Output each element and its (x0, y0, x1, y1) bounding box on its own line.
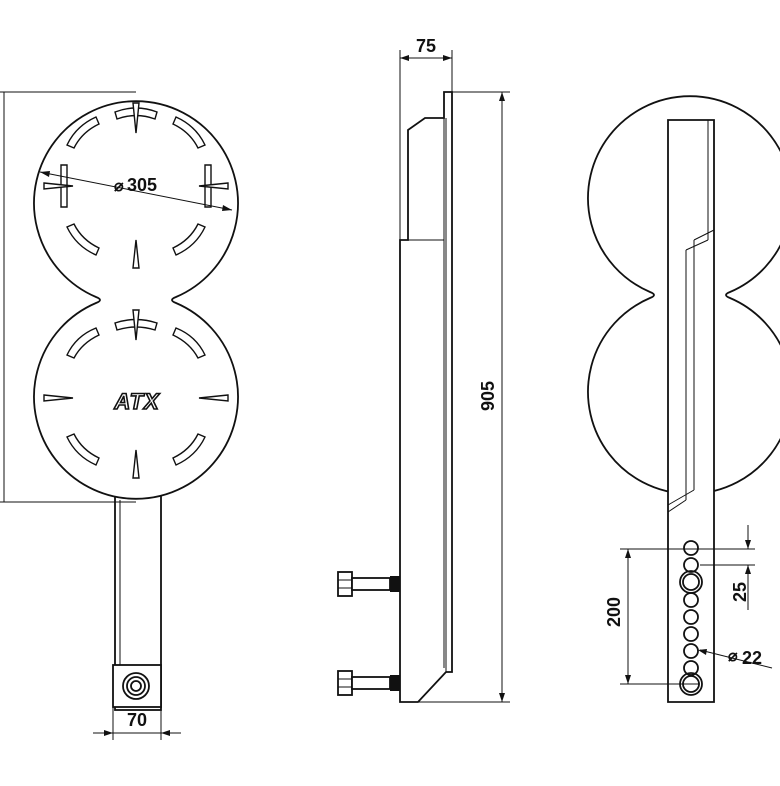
front-bolt-box (112, 664, 162, 708)
side-bolt-upper (337, 571, 400, 597)
front-top-slots (43, 102, 229, 269)
height-label: 905 (478, 381, 498, 411)
side-view: 75 905 (337, 36, 510, 703)
front-bolt-mid (126, 676, 146, 696)
side-body (399, 91, 453, 703)
diameter-symbol: ⌀ (114, 178, 124, 195)
front-bottom-slots (43, 309, 229, 479)
hole-diameter-symbol: ⌀ (728, 648, 738, 665)
back-bar (667, 119, 715, 703)
plate-diameter-label: 305 (127, 175, 157, 195)
front-bolt-inner (130, 680, 142, 692)
hole-diameter-label: 22 (742, 648, 762, 668)
side-bolt-lower (337, 670, 400, 696)
back-view: 200 25 ⌀ 22 (587, 95, 780, 703)
diameter-leader (39, 171, 233, 211)
front-view: ATX ⌀ 305 70 (0, 91, 239, 740)
front-plate-outline (33, 100, 239, 500)
hole-diameter-leader (699, 649, 773, 669)
hole-span-label: 200 (604, 597, 624, 627)
stem-width-label: 70 (127, 710, 147, 730)
hole-spacing-label: 25 (730, 582, 750, 602)
width-label: 75 (416, 36, 436, 56)
front-bolt-outer (122, 672, 150, 700)
atx-logo: ATX (113, 389, 160, 414)
